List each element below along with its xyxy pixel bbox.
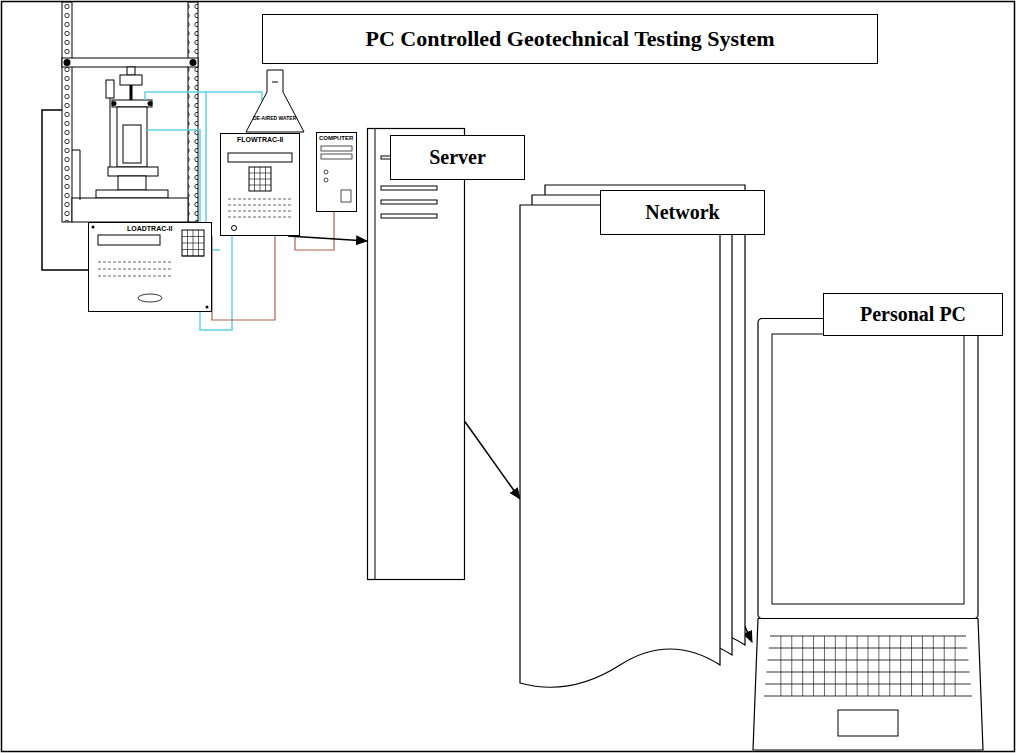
- loadtrac-node: LOADTRAC-II: [88, 222, 212, 312]
- panel-name: FLOWTRAC-II: [237, 136, 283, 143]
- node-label: Server: [429, 146, 486, 169]
- node-label: Network: [645, 201, 719, 224]
- title-box: PC Controlled Geotechnical Testing Syste…: [262, 14, 878, 64]
- computer-node: COMPUTER: [316, 132, 357, 212]
- label-box: Server: [390, 135, 525, 180]
- data-flow-arrow: [288, 236, 367, 241]
- pc-drawing: [752, 318, 984, 750]
- label-box: Network: [600, 190, 765, 235]
- panel-name: LOADTRAC-II: [127, 225, 173, 232]
- computer-drawing: [316, 132, 357, 212]
- server-drawing: [367, 128, 465, 580]
- server-node: Server: [367, 128, 465, 580]
- network-drawing: [520, 205, 720, 695]
- node-label: Personal PC: [860, 303, 966, 326]
- flowtrac-node: FLOWTRAC-II: [220, 133, 300, 236]
- panel-name: COMPUTER: [319, 135, 353, 141]
- label-box: Personal PC: [823, 293, 1003, 336]
- flowtrac-drawing: [220, 133, 300, 236]
- flask-label: DE-AIRED WATER: [253, 116, 296, 121]
- network-node: Network: [520, 205, 720, 695]
- data-flow-arrow: [465, 422, 520, 499]
- loadtrac-drawing: [88, 222, 212, 312]
- pc-node: Personal PC: [752, 318, 984, 750]
- diagram-title: PC Controlled Geotechnical Testing Syste…: [365, 26, 774, 52]
